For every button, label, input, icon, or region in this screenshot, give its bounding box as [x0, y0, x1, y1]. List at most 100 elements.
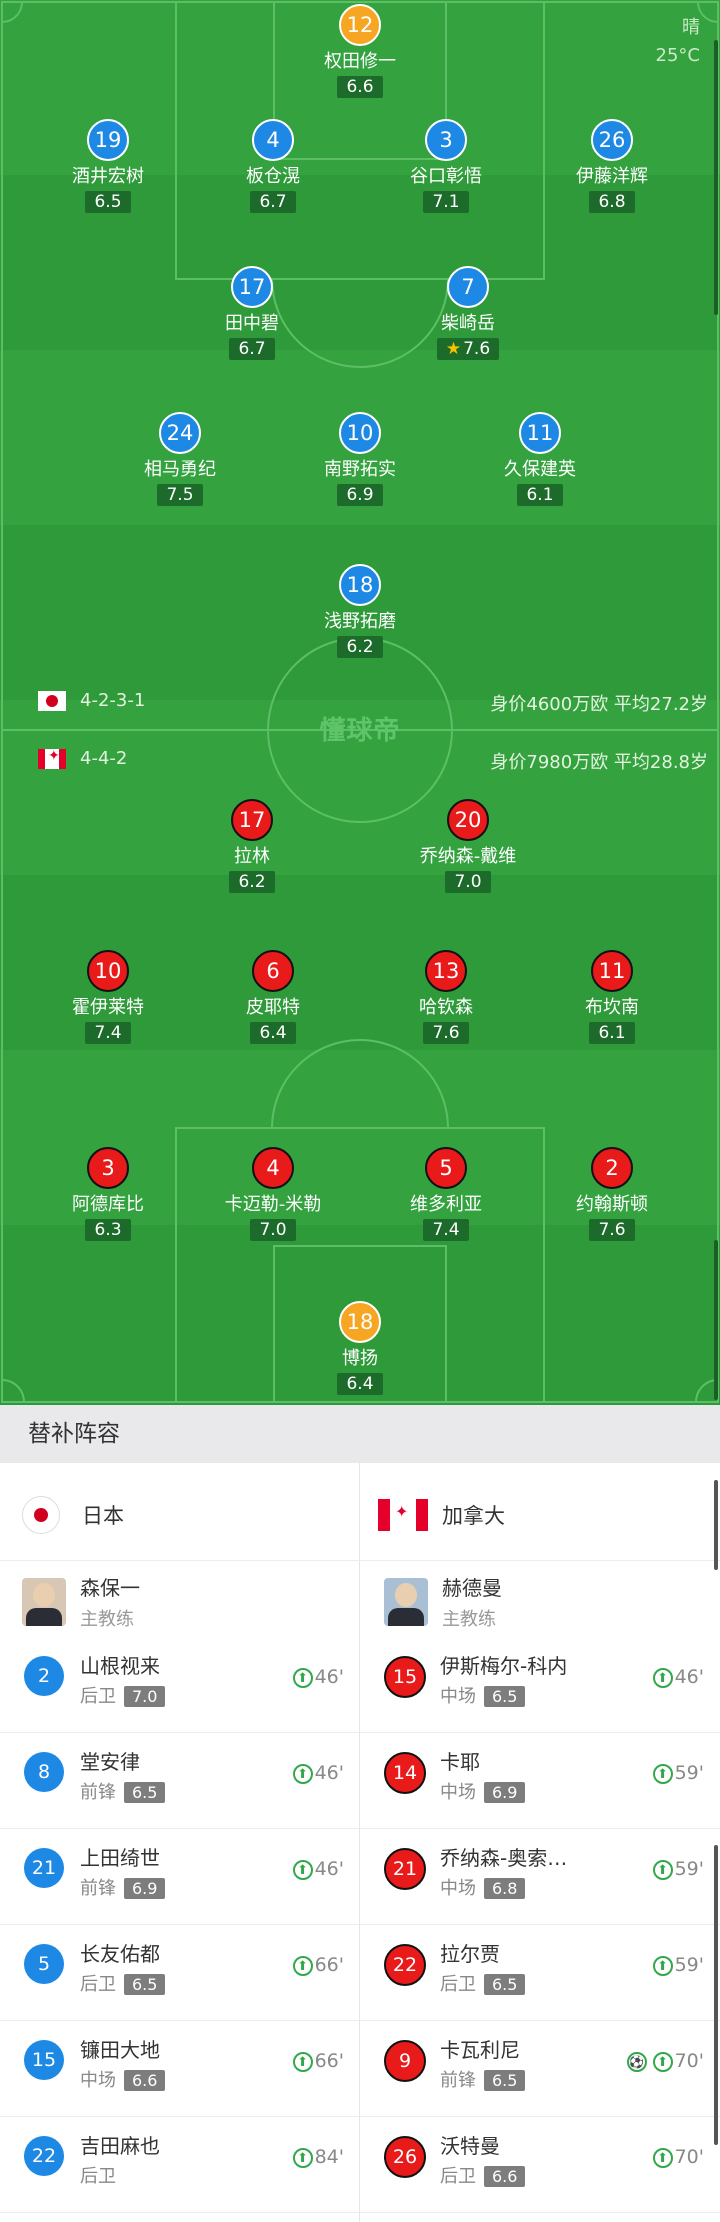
player-name: 板仓滉 [246, 166, 300, 187]
player-number-badge: 20 [447, 799, 489, 841]
canada-team-header: 加拿大 [378, 1470, 505, 1560]
rating-value: 6.7 [238, 339, 266, 359]
player-number-badge: 3 [87, 1147, 129, 1189]
player-number-badge: 4 [252, 1147, 294, 1189]
player-name: 维多利亚 [410, 1194, 482, 1215]
sub-player-name: 卡瓦利尼 [440, 2038, 520, 2062]
player-rating: 6.4 [250, 1022, 296, 1044]
row-divider [0, 2116, 360, 2117]
player-number-badge: 11 [591, 950, 633, 992]
japan-team-header: 日本 [22, 1470, 124, 1560]
pitch-player[interactable]: 17 拉林 6.2 [177, 799, 327, 893]
player-rating: 6.8 [589, 191, 635, 213]
player-name: 谷口彰悟 [410, 166, 482, 187]
pitch-scrollbar-top[interactable] [714, 40, 718, 315]
canada-flag-icon [38, 748, 66, 769]
sub-on-minute: 70' [674, 2050, 704, 2072]
sub-on-arrow-icon: ⬆ [292, 1667, 313, 1688]
row-divider [360, 2020, 720, 2021]
sub-position: 中场 [440, 1686, 476, 1707]
sub-on-minute: 84' [314, 2146, 344, 2168]
pitch-scrollbar-bottom[interactable] [714, 1240, 718, 1400]
player-rating: ★7.6 [436, 338, 500, 360]
rating-value: 7.6 [432, 1023, 460, 1043]
japan-flag-icon [38, 690, 66, 711]
sub-player-name: 吉田麻也 [80, 2134, 160, 2158]
weather-temperature: 25°C [655, 45, 700, 66]
japan-coach[interactable]: 森保一 主教练 [22, 1572, 140, 1631]
player-name: 拉林 [234, 846, 270, 867]
sub-position: 前锋 [440, 2070, 476, 2091]
player-number-badge: 26 [591, 119, 633, 161]
rating-value: 7.5 [166, 485, 194, 505]
row-divider [0, 2212, 360, 2213]
weather-info: 晴 25°C [656, 14, 700, 70]
coach-name: 赫德曼 [442, 1576, 502, 1600]
rating-value: 7.4 [432, 1220, 460, 1240]
rating-value: 6.2 [238, 872, 266, 892]
canada-coach[interactable]: 赫德曼 主教练 [384, 1572, 502, 1631]
sub-on-minute: 59' [674, 1954, 704, 1976]
subs-scrollbar-top[interactable] [714, 1480, 718, 1570]
pitch-markings [1, 1, 719, 1403]
player-name: 约翰斯顿 [576, 1194, 648, 1215]
row-divider [360, 2116, 720, 2117]
player-rating: 6.2 [337, 636, 383, 658]
player-name: 博扬 [342, 1348, 378, 1369]
player-number-badge: 17 [231, 799, 273, 841]
sub-position: 中场 [440, 1782, 476, 1803]
sub-on-time: ⬆70' [652, 2146, 704, 2168]
sub-rating: 6.5 [484, 1686, 526, 1707]
sub-on-time: ⚽⬆70' [626, 2050, 704, 2072]
sub-player-name: 长友佑都 [80, 1942, 160, 1966]
sub-position: 后卫 [440, 1974, 476, 1995]
sub-on-arrow-icon: ⬆ [652, 1763, 673, 1784]
sub-on-minute: 46' [314, 1666, 344, 1688]
subs-scrollbar[interactable] [714, 1845, 718, 2145]
sub-on-minute: 59' [674, 1858, 704, 1880]
player-rating: 6.7 [229, 338, 275, 360]
sub-number-badge: 5 [24, 1944, 64, 1984]
player-number-badge: 18 [339, 1301, 381, 1343]
player-name: 霍伊莱特 [72, 997, 144, 1018]
japan-formation-row: 4-2-3-1 [38, 690, 145, 711]
sub-position: 后卫 [440, 2166, 476, 2187]
